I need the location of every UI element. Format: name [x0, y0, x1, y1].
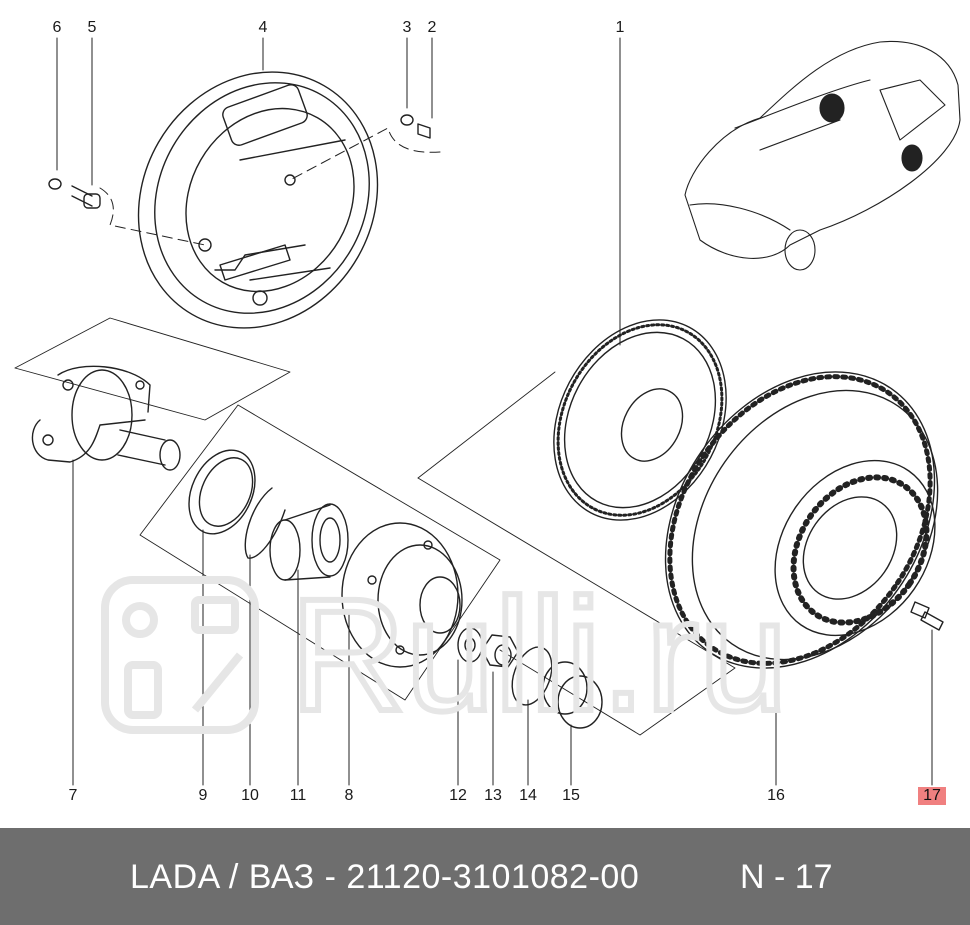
callout-5: 5 [87, 19, 97, 36]
car-thumbnail [684, 40, 961, 271]
callout-1: 1 [615, 19, 625, 36]
callout-9: 9 [198, 787, 208, 804]
callout-15: 15 [562, 787, 580, 804]
fasteners-2-3-5-6 [48, 114, 431, 209]
exploded-diagram: 6 5 4 3 2 1 7 9 10 11 8 12 13 14 15 16 1… [14, 19, 961, 805]
callout-13: 13 [484, 787, 502, 804]
oring-part-14 [511, 646, 553, 706]
callout-3: 3 [402, 19, 412, 36]
callout-11: 11 [289, 787, 307, 804]
callout-17-highlighted[interactable]: 17 [918, 787, 946, 805]
callout-6: 6 [52, 19, 62, 36]
part-code: LADA / ВАЗ - 21120-3101082-00 [130, 858, 640, 896]
washer-part-12 [457, 627, 483, 663]
callout-4: 4 [258, 19, 268, 36]
callout-16: 16 [767, 787, 785, 804]
hub-part-8 [341, 522, 463, 668]
bearing-part-11 [269, 503, 349, 581]
callout-10: 10 [241, 787, 259, 804]
seal-part-9 [188, 449, 256, 535]
assembly-frames [14, 317, 736, 736]
callout-8: 8 [344, 787, 354, 804]
item-number: N - 17 [740, 858, 833, 896]
callout-2: 2 [427, 19, 437, 36]
dash-markers [99, 127, 441, 246]
wheel-stud-part-17 [910, 601, 944, 631]
nut-part-13 [481, 634, 519, 668]
brake-backplate-part-4 [137, 71, 379, 329]
diagram-drawing [14, 37, 961, 786]
callout-7: 7 [68, 787, 78, 804]
circlip-part-10 [244, 487, 286, 559]
axle-stub-part-7 [31, 365, 181, 471]
leader-lines [56, 37, 933, 786]
cap-part-15 [542, 661, 603, 729]
abs-ring-part-1 [553, 319, 727, 521]
brake-drum-part-16 [664, 371, 939, 669]
callout-14: 14 [519, 787, 537, 804]
footer-bar: LADA / ВАЗ - 21120-3101082-00 N - 17 [0, 828, 970, 925]
callout-12: 12 [449, 787, 467, 804]
